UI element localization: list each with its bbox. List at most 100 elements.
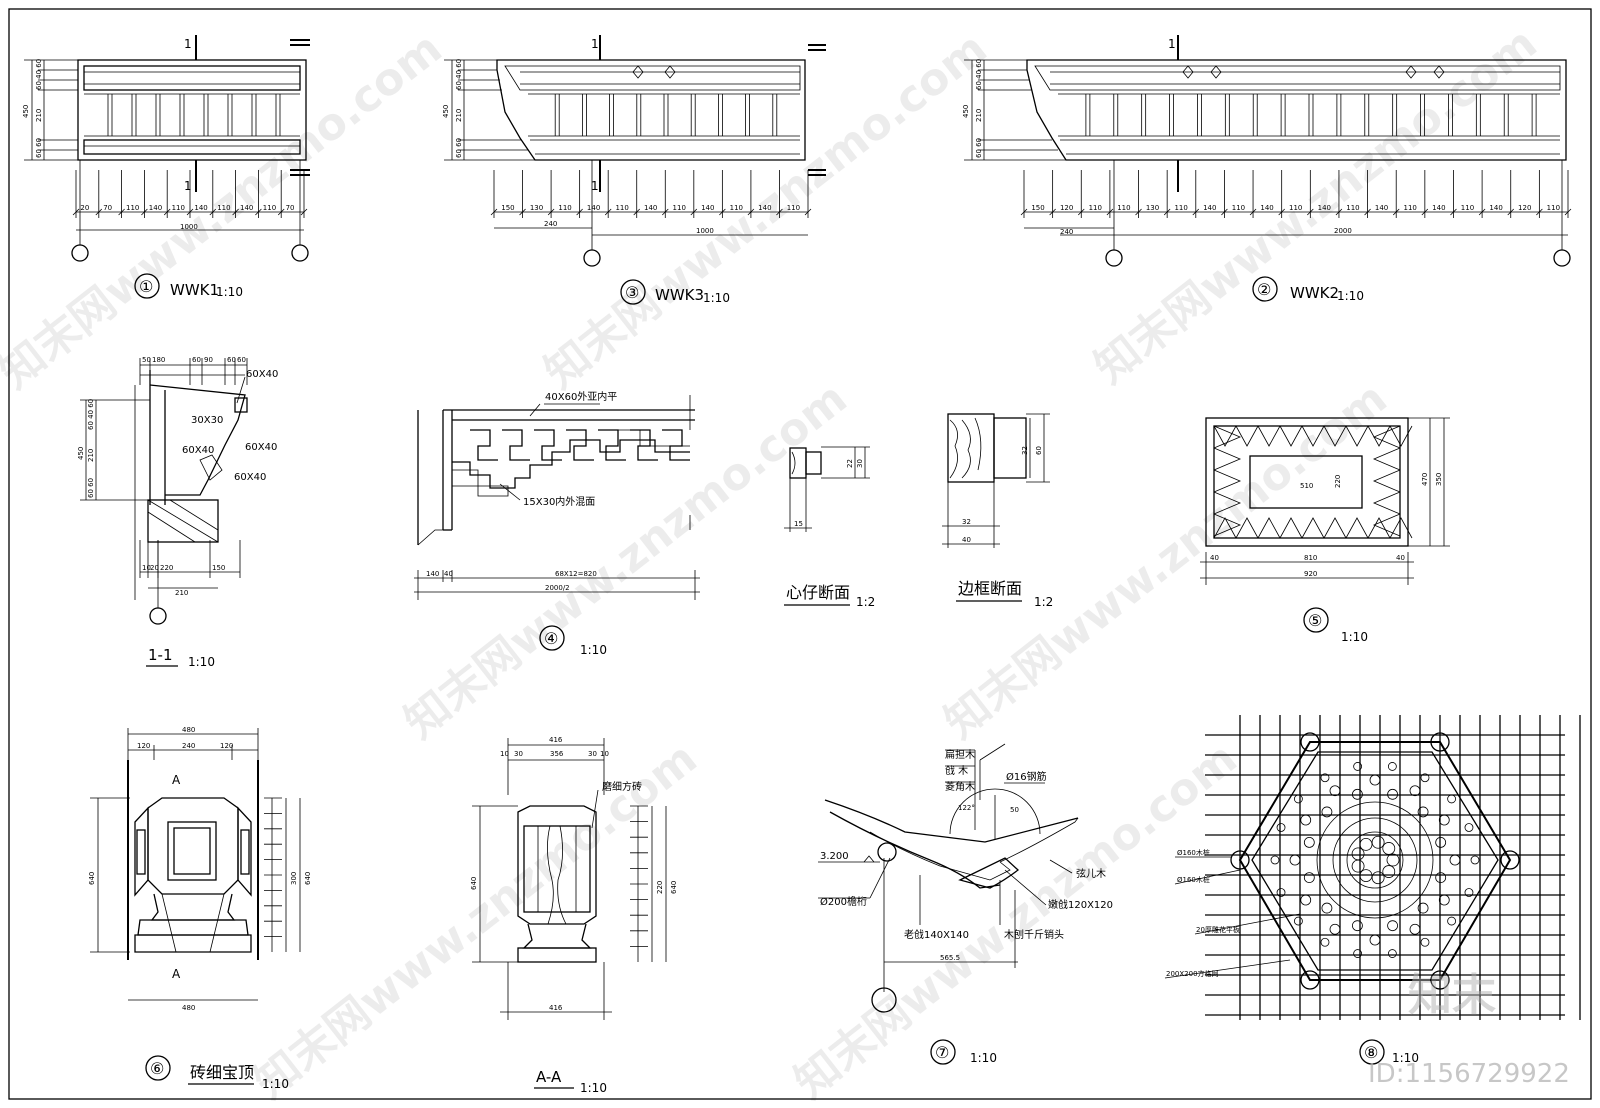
d5-inner: 510 [1300, 482, 1313, 490]
wwk2-sub-dim: 240 [1060, 228, 1073, 236]
bk-title: 边框断面 [958, 579, 1022, 598]
dim-label: 140 [1489, 204, 1502, 212]
wwk2-total-dim: 2000 [1334, 227, 1352, 235]
d7-note-purlin: Ø200檐桁 [820, 895, 867, 908]
bk-w1: 32 [962, 518, 971, 526]
d7-note-nenqiang: 嫩戗120X120 [1048, 898, 1113, 911]
svg-text:60 60: 60 60 [455, 138, 463, 158]
watermark-1: 知末网www.znzmo.com [0, 23, 452, 399]
d7-radius: 50 [1010, 806, 1019, 814]
d5-side-r: 40 [1396, 554, 1405, 562]
d6-part-3: 120 [220, 742, 233, 750]
d6-title: 砖细宝顶 [190, 1063, 254, 1082]
dim-label: 140 [758, 204, 771, 212]
dim-label: 150 [1031, 204, 1044, 212]
sec11-title: 1-1 [148, 646, 173, 664]
dim-label: 140 [1432, 204, 1445, 212]
dim-label: 110 [730, 204, 743, 212]
height-dim: 640 [670, 881, 678, 894]
dim-label: 110 [1289, 204, 1302, 212]
d4-note1: 40X60外亚内平 [545, 390, 617, 403]
d6-part-2: 240 [182, 742, 195, 750]
height-dim: 640 [304, 872, 312, 885]
d4-dim-2: 40 [444, 570, 453, 578]
dim-label: 140 [1375, 204, 1388, 212]
wwk1-title: WWK1 [170, 281, 219, 299]
watermark-logo: 知末 [1408, 970, 1496, 1021]
dim-label: 120 [1060, 204, 1073, 212]
sec11-bottom-dim: 10 [142, 564, 151, 572]
sec11-bottom-dim: 220 [160, 564, 173, 572]
wwk1-section-mark: 1 [184, 37, 192, 51]
wwk2-axis-right [1553, 249, 1571, 267]
dim-label: 110 [1547, 204, 1560, 212]
watermark-2: 知末网www.znzmo.com [535, 23, 996, 399]
svg-text:60 60: 60 60 [35, 138, 43, 158]
d6-sec-top: A [172, 773, 181, 787]
dim-label: 110 [263, 204, 276, 212]
wwk2-title: WWK2 [1290, 284, 1339, 302]
xz-d1: 22 [846, 459, 854, 468]
wwk3-number: ③ [625, 283, 639, 302]
d4-total: 2000/2 [545, 584, 570, 592]
sec11-scale: 1:10 [188, 655, 215, 669]
wwk3-scale: 1:10 [703, 291, 730, 305]
d4-number: ④ [544, 629, 558, 648]
d5-side-l: 40 [1210, 554, 1219, 562]
svg-text:210: 210 [35, 109, 43, 122]
svg-text:60 40 60: 60 40 60 [455, 59, 463, 90]
detail-4-lattice: 40X60外亚内平 15X30内外混面 140 40 68X12=820 200… [414, 390, 700, 657]
dim-label: 110 [1404, 204, 1417, 212]
dim-label: 110 [615, 204, 628, 212]
bk-scale: 1:2 [1034, 595, 1053, 609]
svg-text:210: 210 [975, 109, 983, 122]
xz-w: 15 [794, 520, 803, 528]
d6-sec-bot: A [172, 967, 181, 981]
watermark-layer: 知末网www.znzmo.com 知末网www.znzmo.com 知末网www… [0, 18, 1570, 1108]
sec11-bottom-dim: 20 [150, 564, 159, 572]
d5-inner-h: 220 [1334, 475, 1342, 488]
wwk1-number: ① [139, 277, 153, 296]
bk-w2: 40 [962, 536, 971, 544]
dim-label: 110 [126, 204, 139, 212]
dim-label: 110 [1117, 204, 1130, 212]
d7-elev: 3.200 [820, 851, 849, 862]
d4-scale: 1:10 [580, 643, 607, 657]
dim-label: 110 [787, 204, 800, 212]
xz-d2: 30 [856, 459, 864, 468]
dim-label: 140 [1203, 204, 1216, 212]
sec11-note-3: 60X40 [245, 442, 277, 453]
d6-number: ⑥ [150, 1059, 164, 1078]
watermark-6: 知末网www.znzmo.com [245, 733, 706, 1108]
sec11-top-dim: 180 [152, 356, 165, 364]
sec11-bottom-dim: 150 [212, 564, 225, 572]
wwk1-vtotal: 450 [22, 105, 30, 118]
dim-label: 130 [530, 204, 543, 212]
wwk2-section-mark: 1 [1168, 37, 1176, 51]
d7-note-2: 戗 木 [945, 764, 968, 777]
wwk2-vtotal: 450 [962, 105, 970, 118]
d7-note-1: 扁担木 [945, 748, 975, 761]
sec11-note-2: 30X30 [191, 415, 223, 426]
wwk2-scale: 1:10 [1337, 289, 1364, 303]
dim-label: 110 [172, 204, 185, 212]
d6-h: 640 [88, 872, 96, 885]
d6-part-1: 120 [137, 742, 150, 750]
mid-dim: 220 [656, 881, 664, 894]
svg-text:210: 210 [455, 109, 463, 122]
d5-scale: 1:10 [1341, 630, 1368, 644]
d8-note-4: 200X200方格网 [1166, 969, 1219, 978]
dim-label: 110 [1461, 204, 1474, 212]
dim-label: 120 [1518, 204, 1531, 212]
wwk3-section-mark: 1 [591, 37, 599, 51]
d8-scale: 1:10 [1392, 1051, 1419, 1065]
d7-note-pin: 木刨千斤销头 [1004, 928, 1064, 941]
sec11-top-dim: 50 [142, 356, 151, 364]
d6-bottom: 480 [182, 1004, 195, 1012]
svg-text:60 40 60: 60 40 60 [975, 59, 983, 90]
d7-angle: 122° [958, 804, 975, 812]
